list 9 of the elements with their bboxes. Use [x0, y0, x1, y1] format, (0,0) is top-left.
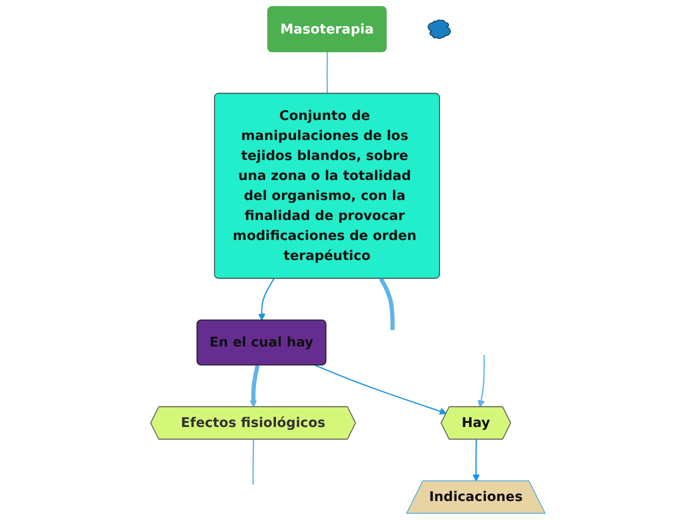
connector: [252, 440, 254, 485]
arrow: [250, 364, 260, 408]
connector: [326, 52, 328, 94]
arrow: [472, 440, 480, 482]
node-cloud: [428, 20, 451, 40]
arrow: [478, 355, 485, 408]
arrow: [315, 364, 447, 415]
connector: [379, 278, 395, 330]
arrow: [258, 278, 275, 321]
